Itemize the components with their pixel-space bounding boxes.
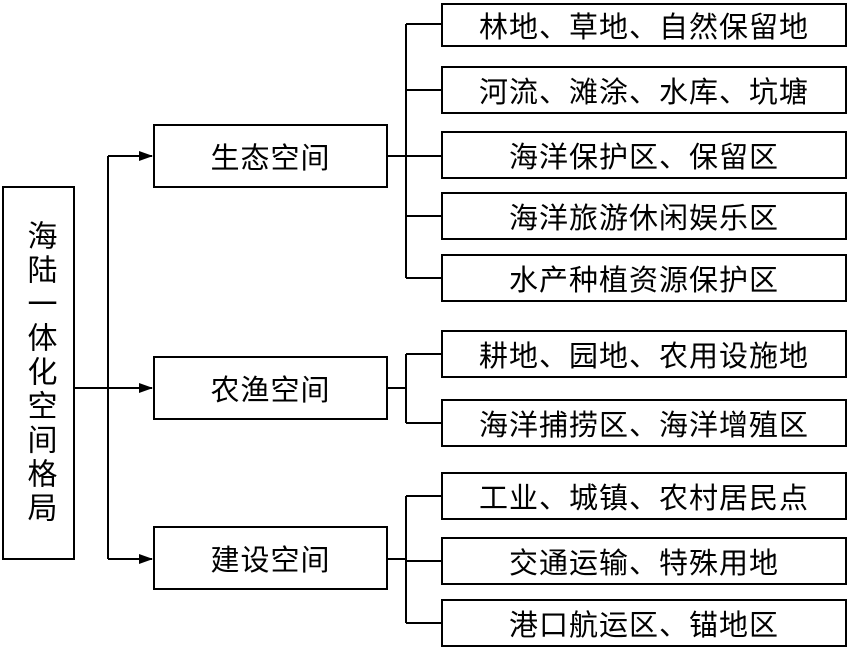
- root-label: 海陆一体化空间格局: [21, 220, 57, 526]
- leaf-label: 河流、滩涂、水库、坑塘: [478, 75, 809, 109]
- category-construction: 建设空间: [153, 526, 388, 590]
- leaf-label: 工业、城镇、农村居民点: [478, 481, 809, 515]
- leaf-item: 海洋保护区、保留区: [441, 131, 847, 179]
- leaf-label: 水产种植资源保护区: [508, 263, 779, 297]
- leaf-label: 耕地、园地、农用设施地: [478, 339, 809, 373]
- leaf-label: 港口航运区、锚地区: [508, 608, 779, 642]
- leaf-item: 水产种植资源保护区: [441, 254, 847, 302]
- leaf-item: 港口航运区、锚地区: [441, 599, 847, 647]
- root-node: 海陆一体化空间格局: [2, 186, 75, 560]
- leaf-item: 交通运输、特殊用地: [441, 537, 847, 585]
- leaf-item: 工业、城镇、农村居民点: [441, 472, 847, 520]
- leaf-label: 海洋旅游休闲娱乐区: [508, 201, 779, 235]
- leaf-item: 耕地、园地、农用设施地: [441, 330, 847, 378]
- leaf-label: 林地、草地、自然保留地: [478, 10, 809, 44]
- category-label: 生态空间: [210, 141, 331, 175]
- leaf-label: 海洋捕捞区、海洋增殖区: [478, 408, 809, 442]
- category-label: 农渔空间: [210, 373, 331, 407]
- leaf-item: 河流、滩涂、水库、坑塘: [441, 66, 847, 114]
- leaf-item: 海洋旅游休闲娱乐区: [441, 192, 847, 240]
- leaf-item: 林地、草地、自然保留地: [441, 3, 847, 47]
- category-ecology: 生态空间: [153, 124, 388, 188]
- leaf-label: 交通运输、特殊用地: [508, 546, 779, 580]
- leaf-item: 海洋捕捞区、海洋增殖区: [441, 399, 847, 447]
- category-label: 建设空间: [210, 543, 331, 577]
- category-agri-fishery: 农渔空间: [153, 356, 388, 420]
- leaf-label: 海洋保护区、保留区: [508, 140, 779, 174]
